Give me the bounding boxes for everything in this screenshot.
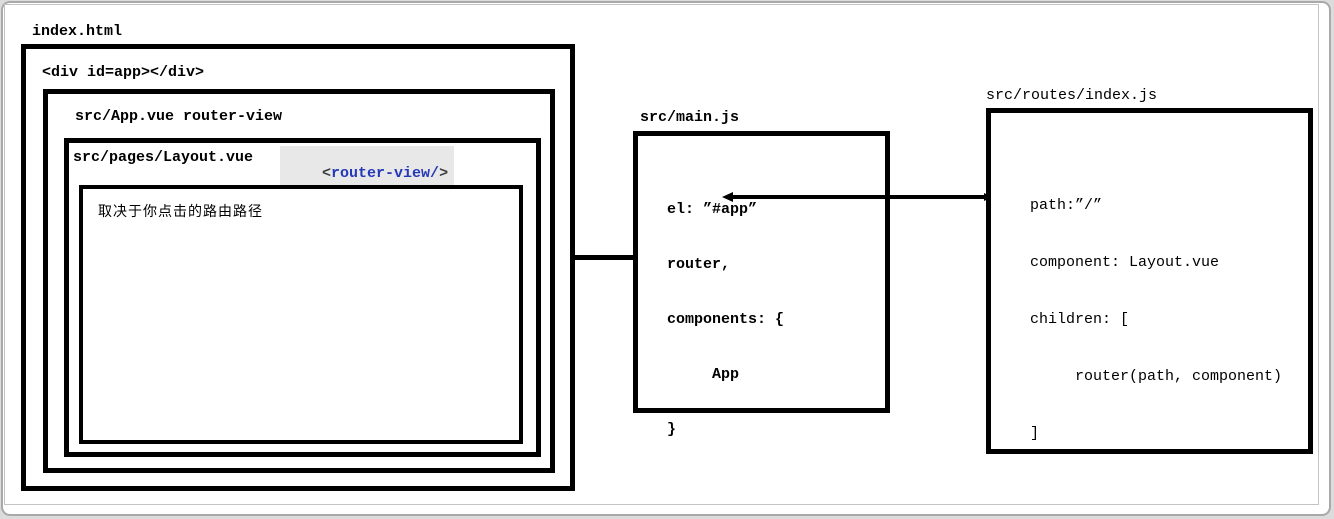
code-line: App — [667, 366, 740, 383]
code-line: } — [667, 421, 677, 438]
routes-js-title: src/routes/index.js — [986, 87, 1158, 104]
main-js-title: src/main.js — [640, 109, 740, 126]
main-js-code: el: ”#app” router, components: { App } — [667, 165, 784, 474]
code-line: router(path, component) — [1030, 368, 1283, 385]
code-line: el: ”#app” — [667, 201, 758, 218]
route-content-text: 取决于你点击的路由路径 — [98, 204, 263, 220]
code-line: component: Layout.vue — [1030, 254, 1220, 271]
app-vue-label: src/App.vue router-view — [75, 108, 283, 125]
code-line: ] — [1030, 425, 1040, 442]
route-content-box — [79, 185, 523, 444]
canvas-border — [4, 4, 1319, 505]
router-view-close-bracket: > — [439, 165, 449, 182]
routes-js-code: path:”/” component: Layout.vue children:… — [1030, 160, 1282, 479]
div-app-tag-text: <div id=app></div> — [42, 64, 205, 81]
code-line: components: { — [667, 311, 785, 328]
index-html-title: index.html — [32, 23, 123, 40]
code-line: path:”/” — [1030, 197, 1103, 214]
connector-index-to-main — [574, 255, 637, 260]
main-js-box — [633, 131, 890, 413]
router-view-tag-name: router-view/ — [331, 165, 440, 182]
router-view-open-bracket: < — [322, 165, 332, 182]
code-line: router, — [667, 256, 731, 273]
arrowhead-left-icon — [722, 192, 733, 202]
connector-routes-to-router — [731, 195, 987, 199]
routes-js-box — [986, 108, 1313, 454]
layout-vue-label: src/pages/Layout.vue — [73, 149, 254, 166]
code-line: children: [ — [1030, 311, 1130, 328]
